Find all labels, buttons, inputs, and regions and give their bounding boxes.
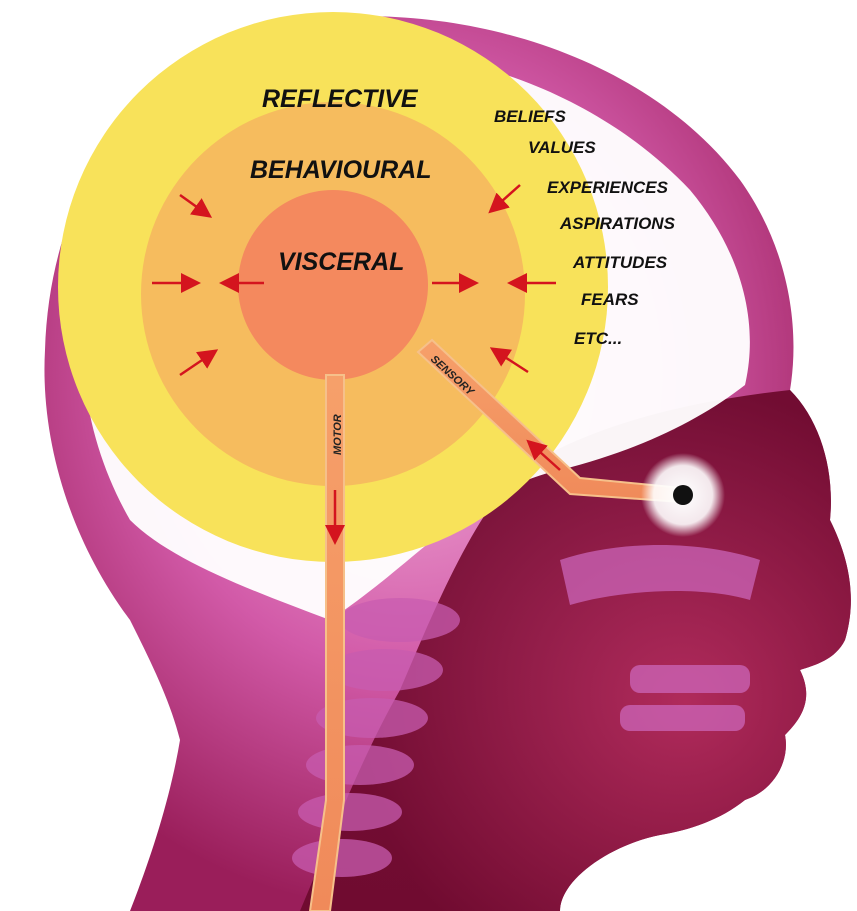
trait-item: ETC... <box>574 329 622 348</box>
eye-pupil <box>673 485 693 505</box>
trait-item: ATTITUDES <box>572 253 668 272</box>
reflective-label: REFLECTIVE <box>262 85 419 113</box>
trait-item: FEARS <box>581 290 639 309</box>
trait-item: EXPERIENCES <box>547 178 669 197</box>
motor-label: MOTOR <box>332 414 344 455</box>
behavioural-label: BEHAVIOURAL <box>250 156 431 184</box>
visceral-level <box>238 190 428 380</box>
eye <box>641 453 725 537</box>
visceral-label: VISCERAL <box>278 248 404 276</box>
trait-item: VALUES <box>528 138 596 157</box>
trait-item: BELIEFS <box>494 107 566 126</box>
trait-item: ASPIRATIONS <box>559 214 676 233</box>
